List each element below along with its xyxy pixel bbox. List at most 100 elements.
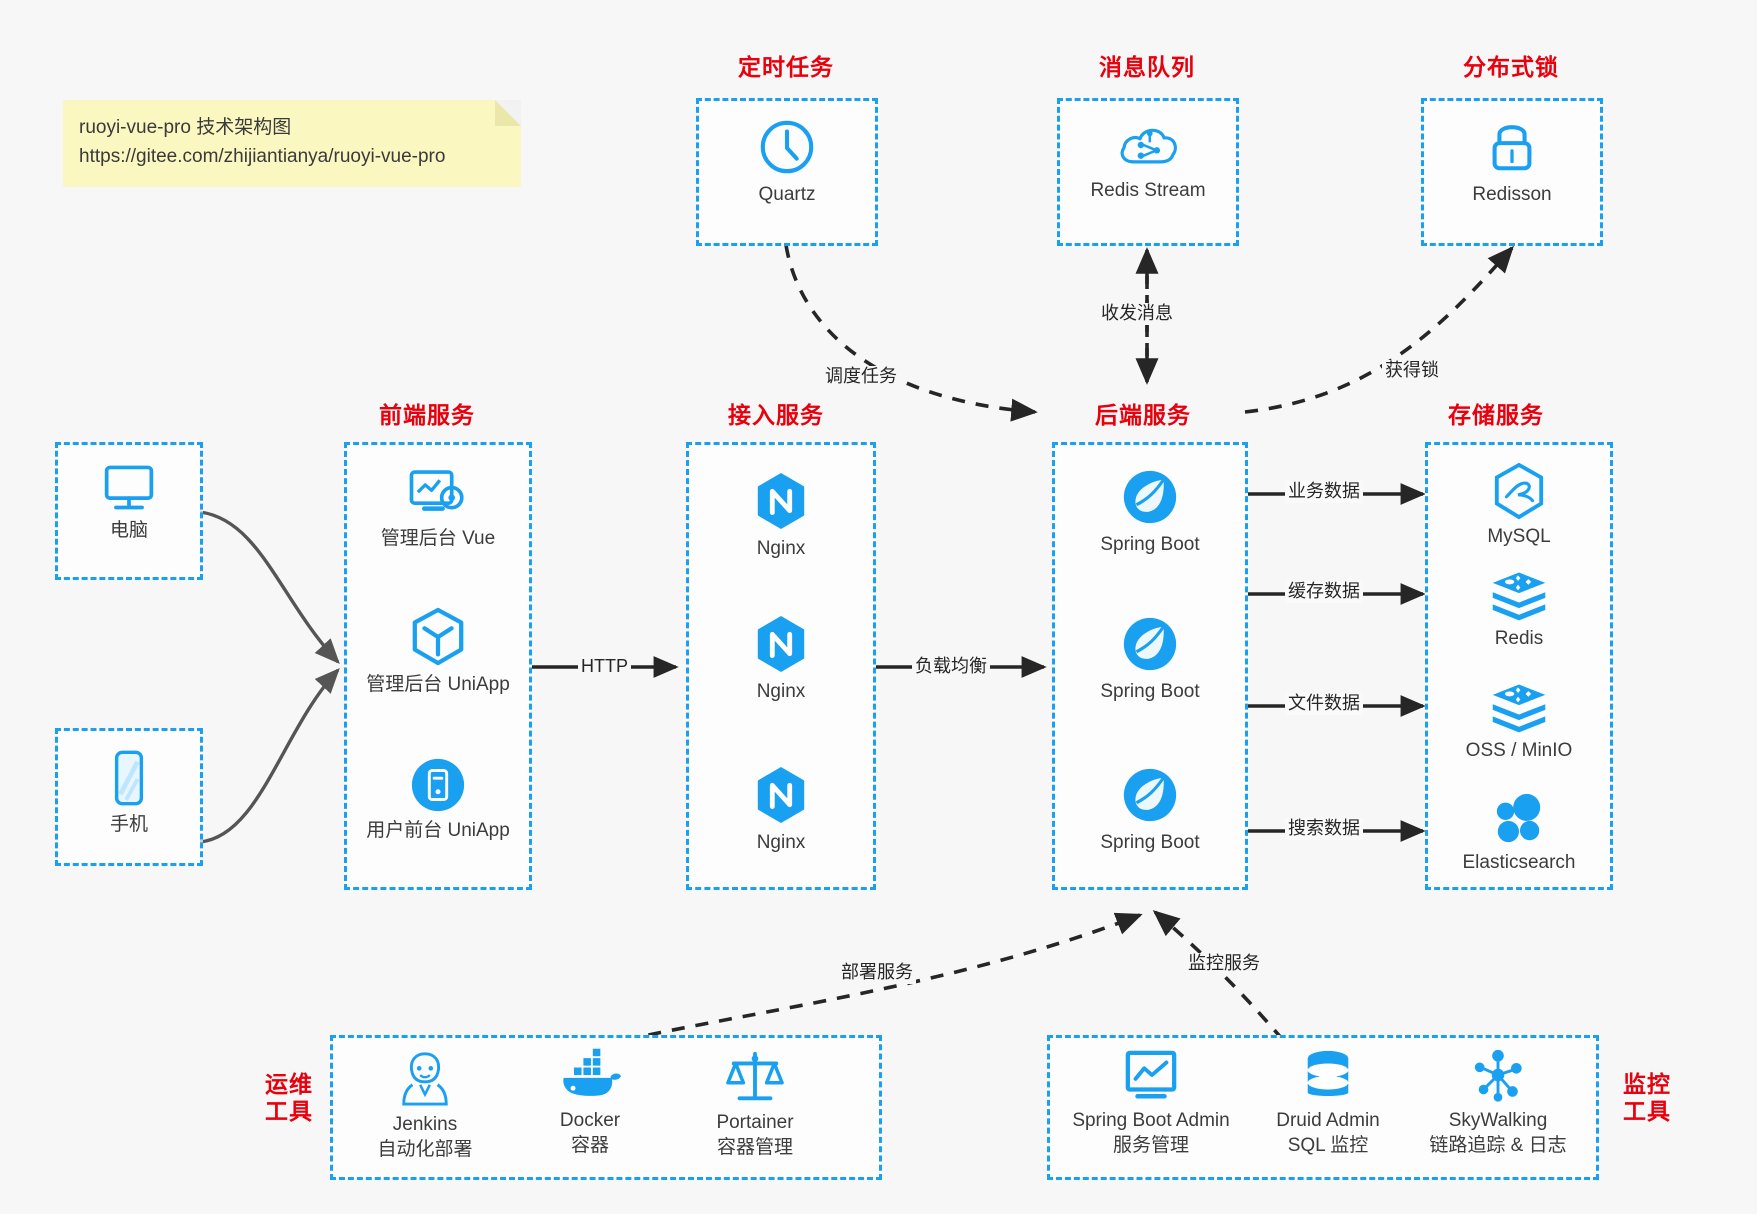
group-box-mq xyxy=(1057,98,1239,246)
elasticsearch-icon xyxy=(1496,793,1541,843)
node-label: SkyWalking xyxy=(1448,1110,1548,1131)
spring-boot-icon xyxy=(1123,617,1177,671)
admin-dashboard-icon xyxy=(409,470,464,511)
node-spring-boot-2[interactable]: Spring Boot xyxy=(1062,613,1238,705)
group-title-monitor: 监控 工具 xyxy=(1612,1071,1682,1125)
mysql-icon xyxy=(1494,462,1544,520)
oss-stack-icon xyxy=(1492,684,1546,733)
node-label: Elasticsearch xyxy=(1462,852,1576,873)
node-label: Portainer xyxy=(716,1112,794,1133)
node-label: Docker xyxy=(559,1110,621,1131)
nginx-icon xyxy=(757,766,805,824)
note-line-2: https://gitee.com/zhijiantianya/ruoyi-vu… xyxy=(79,146,446,168)
node-label: Spring Boot Admin xyxy=(1072,1110,1230,1131)
group-title-storage: 存储服务 xyxy=(1448,402,1544,428)
node-redis[interactable]: Redis xyxy=(1435,568,1603,652)
node-sublabel: SQL 监控 xyxy=(1287,1134,1369,1156)
group-title-lock: 分布式锁 xyxy=(1463,54,1559,80)
node-quartz[interactable]: Quartz xyxy=(716,116,858,208)
group-title-mq: 消息队列 xyxy=(1099,54,1195,80)
edge-label-acquire-lock: 获得锁 xyxy=(1382,360,1442,382)
sticky-note: ruoyi-vue-pro 技术架构图 https://gitee.com/zh… xyxy=(63,100,521,187)
node-jenkins[interactable]: Jenkins 自动化部署 xyxy=(345,1048,505,1162)
node-elasticsearch[interactable]: Elasticsearch xyxy=(1435,792,1603,876)
node-label: 管理后台 UniApp xyxy=(366,674,510,695)
docker-whale-icon xyxy=(563,1048,622,1096)
edge-label-http: HTTP xyxy=(578,656,631,678)
node-label: Spring Boot xyxy=(1100,534,1200,555)
group-title-gateway: 接入服务 xyxy=(728,402,824,428)
uniapp-mobile-icon xyxy=(411,758,465,812)
node-redis-stream[interactable]: Redis Stream xyxy=(1077,116,1219,204)
scales-balance-icon xyxy=(726,1051,784,1101)
group-title-scheduler: 定时任务 xyxy=(738,54,834,80)
spring-boot-icon xyxy=(1123,768,1177,822)
node-sublabel: 自动化部署 xyxy=(377,1138,473,1160)
node-nginx-2[interactable]: Nginx xyxy=(696,613,866,705)
group-title-devops-line-2: 工具 xyxy=(265,1098,313,1125)
note-line-1: ruoyi-vue-pro 技术架构图 xyxy=(79,117,292,138)
node-label: Redisson xyxy=(1472,184,1552,205)
group-title-devops-line-1: 运维 xyxy=(265,1071,313,1097)
group-box-frontend xyxy=(344,442,532,890)
node-spring-boot-1[interactable]: Spring Boot xyxy=(1062,466,1238,558)
clock-icon xyxy=(760,120,814,174)
skywalking-nodes-icon xyxy=(1474,1049,1522,1102)
group-title-monitor-line-2: 工具 xyxy=(1623,1098,1671,1125)
node-label: Spring Boot xyxy=(1100,832,1200,853)
node-druid-admin[interactable]: Druid Admin SQL 监控 xyxy=(1248,1048,1408,1158)
group-box-client-desktop xyxy=(55,442,203,580)
node-label: MySQL xyxy=(1487,526,1551,547)
node-label: Redis xyxy=(1494,628,1544,649)
node-sublabel: 容器管理 xyxy=(716,1136,793,1158)
edge-label-deploy-service: 部署服务 xyxy=(838,962,916,984)
jenkins-butler-icon xyxy=(402,1052,448,1106)
node-nginx-1[interactable]: Nginx xyxy=(696,470,866,562)
node-admin-vue[interactable]: 管理后台 Vue xyxy=(354,466,522,552)
node-skywalking[interactable]: SkyWalking 链路追踪 & 日志 xyxy=(1408,1048,1588,1158)
node-label: 电脑 xyxy=(109,520,148,541)
node-spring-boot-3[interactable]: Spring Boot xyxy=(1062,764,1238,856)
node-portainer[interactable]: Portainer 容器管理 xyxy=(675,1048,835,1160)
database-stack-icon xyxy=(1307,1050,1349,1097)
node-oss-minio[interactable]: OSS / MinIO xyxy=(1435,680,1603,764)
redis-stack-icon xyxy=(1492,572,1546,621)
cloud-stream-icon xyxy=(1120,128,1177,164)
node-sublabel: 容器 xyxy=(570,1134,609,1156)
group-box-devops xyxy=(330,1035,882,1180)
group-title-backend: 后端服务 xyxy=(1095,402,1191,428)
edge-label-search-data: 搜索数据 xyxy=(1285,818,1363,840)
node-admin-uniapp[interactable]: 管理后台 UniApp xyxy=(354,606,522,698)
padlock-icon xyxy=(1492,125,1532,171)
monitor-chart-icon xyxy=(1125,1050,1177,1099)
node-redisson[interactable]: Redisson xyxy=(1441,116,1583,208)
uniapp-cube-icon xyxy=(412,607,464,666)
node-label: 管理后台 Vue xyxy=(380,528,496,549)
node-desktop[interactable]: 电脑 xyxy=(75,460,183,544)
node-spring-boot-admin[interactable]: Spring Boot Admin 服务管理 xyxy=(1058,1048,1244,1158)
node-label: Quartz xyxy=(758,184,816,205)
node-nginx-3[interactable]: Nginx xyxy=(696,764,866,856)
mobile-phone-icon xyxy=(114,750,144,806)
desktop-monitor-icon xyxy=(104,465,154,510)
node-label: Nginx xyxy=(756,832,806,853)
node-mobile[interactable]: 手机 xyxy=(75,748,183,838)
group-title-devops: 运维 工具 xyxy=(254,1071,324,1125)
node-label: Nginx xyxy=(756,681,806,702)
edge-label-file-data: 文件数据 xyxy=(1285,693,1363,715)
edge-label-monitor-service: 监控服务 xyxy=(1185,953,1263,975)
node-sublabel: 服务管理 xyxy=(1112,1134,1189,1156)
nginx-icon xyxy=(757,615,805,673)
node-label: 用户前台 UniApp xyxy=(366,820,510,841)
node-label: Spring Boot xyxy=(1100,681,1200,702)
node-mysql[interactable]: MySQL xyxy=(1435,462,1603,550)
node-label: Druid Admin xyxy=(1276,1110,1380,1131)
node-user-uniapp[interactable]: 用户前台 UniApp xyxy=(354,756,522,844)
edge-label-business-data: 业务数据 xyxy=(1285,481,1363,503)
node-label: 手机 xyxy=(109,814,148,835)
node-docker[interactable]: Docker 容器 xyxy=(510,1048,670,1158)
node-label: Jenkins xyxy=(392,1114,458,1135)
node-label: Redis Stream xyxy=(1090,180,1206,201)
edge-label-cache-data: 缓存数据 xyxy=(1285,581,1363,603)
